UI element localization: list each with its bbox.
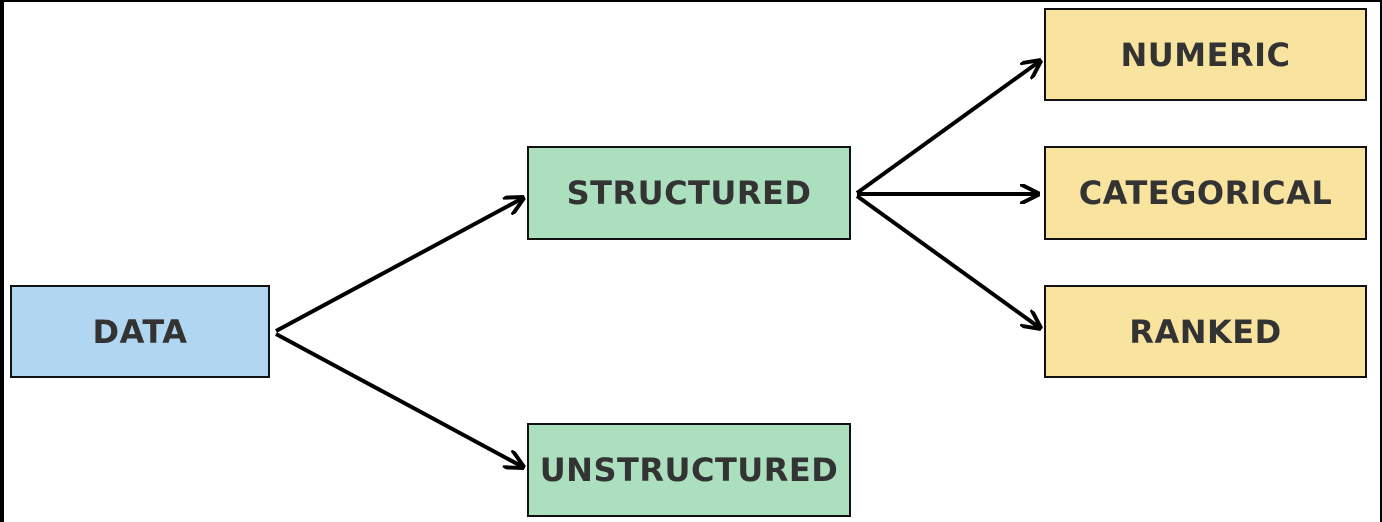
edge-data-to-unstructured — [275, 332, 523, 467]
node-categorical-label: CATEGORICAL — [1078, 174, 1333, 212]
node-unstructured: UNSTRUCTURED — [527, 423, 851, 517]
node-structured-label: STRUCTURED — [566, 174, 812, 212]
edge-data-to-structured — [275, 198, 523, 333]
edge-structured-to-ranked — [855, 194, 1040, 328]
node-ranked-label: RANKED — [1129, 312, 1282, 351]
node-ranked: RANKED — [1044, 285, 1367, 378]
node-categorical: CATEGORICAL — [1044, 146, 1367, 240]
node-numeric-label: NUMERIC — [1120, 35, 1291, 74]
node-structured: STRUCTURED — [527, 146, 851, 240]
node-numeric: NUMERIC — [1044, 8, 1367, 101]
edge-structured-to-numeric — [855, 61, 1040, 195]
edge-layer — [275, 2, 1382, 522]
node-data-label: DATA — [92, 312, 188, 351]
node-unstructured-label: UNSTRUCTURED — [539, 451, 839, 489]
node-data: DATA — [10, 285, 270, 378]
